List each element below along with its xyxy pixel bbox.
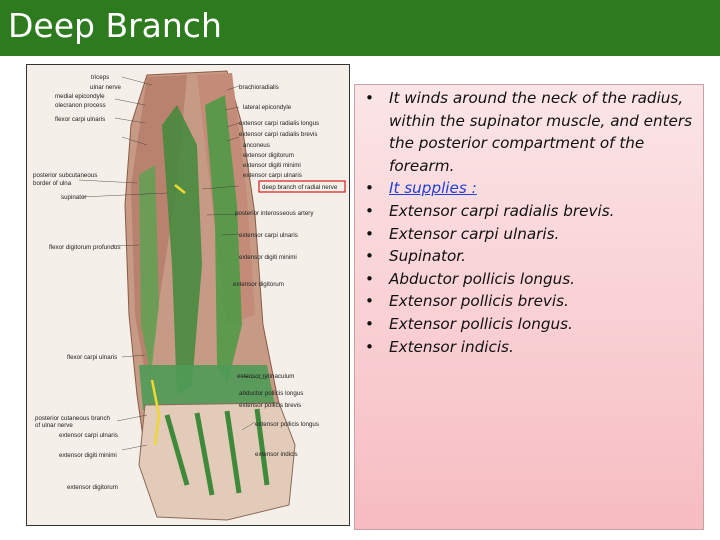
- figure-label: extensor carpi ulnaris: [239, 232, 298, 239]
- hand-tendons: [164, 408, 270, 496]
- bullet-item: • Extensor pollicis longus.: [363, 313, 695, 336]
- figure-label: anconeus: [243, 142, 270, 149]
- bullet-item: • It winds around the neck of the radius,…: [363, 87, 695, 177]
- bullet-text: Extensor indicis.: [389, 337, 514, 356]
- figure-label: ulnar nerve: [90, 84, 122, 91]
- bullet-list: • It winds around the neck of the radius,…: [363, 87, 695, 358]
- figure-label: extensor pollicis brevis: [239, 402, 301, 409]
- figure-label: olecranon process: [55, 102, 106, 109]
- bullet-item: • Supinator.: [363, 245, 695, 268]
- bullet-text: It winds around the neck of the radius, …: [389, 89, 693, 175]
- bullet-item: • Extensor carpi ulnaris.: [363, 223, 695, 246]
- bullet-dot: •: [365, 314, 374, 333]
- text-panel: • It winds around the neck of the radius,…: [354, 84, 704, 530]
- figure-label: extensor retinaculum: [237, 373, 294, 380]
- bullet-text: Supinator.: [389, 247, 466, 266]
- bullet-text: Extensor carpi radialis brevis.: [389, 201, 615, 220]
- bullet-dot: •: [365, 224, 374, 243]
- figure-label: extensor digiti minimi: [239, 254, 297, 261]
- leader-lines: [78, 76, 268, 451]
- forearm-illustration: triceps ulnar nerve medial epicondyle ol…: [33, 70, 346, 521]
- bullet-dot: •: [365, 247, 374, 266]
- figure-label: posterior cutaneous branch: [35, 415, 111, 422]
- figure-label: lateral epicondyle: [243, 104, 292, 111]
- slide-title: Deep Branch: [8, 6, 222, 45]
- figure-label-highlighted: deep branch of radial nerve: [262, 184, 338, 191]
- bullet-dot: •: [365, 269, 374, 288]
- bullet-dot: •: [365, 179, 374, 198]
- hand-shape: [138, 402, 296, 521]
- bullet-text: Abductor pollicis longus.: [389, 269, 576, 288]
- bullet-text: Extensor pollicis brevis.: [389, 292, 569, 311]
- bullet-text: Extensor pollicis longus.: [389, 314, 573, 333]
- figure-label: flexor carpi ulnaris: [55, 116, 105, 123]
- bullet-dot: •: [365, 292, 374, 311]
- bullet-item: • Abductor pollicis longus.: [363, 268, 695, 291]
- figure-label: extensor carpi ulnaris: [59, 432, 118, 439]
- figure-label: abductor pollicis longus: [239, 390, 303, 397]
- figure-label: posterior subcutaneous: [33, 172, 97, 179]
- figure-label: extensor digitorum: [243, 152, 294, 159]
- forearm-anatomy-figure: triceps ulnar nerve medial epicondyle ol…: [26, 64, 350, 526]
- extensor-muscle: [205, 95, 242, 385]
- bullet-dot: •: [365, 89, 374, 107]
- figure-label: brachioradialis: [239, 84, 279, 91]
- figure-label: extensor digitorum: [233, 281, 284, 288]
- figure-label: extensor indicis: [255, 451, 298, 458]
- bullet-item-link[interactable]: • It supplies :: [363, 177, 695, 200]
- figure-label: extensor carpi ulnaris: [243, 172, 302, 179]
- bullet-dot: •: [365, 337, 374, 356]
- figure-label: medial epicondyle: [55, 93, 105, 100]
- figure-label: extensor digiti minimi: [59, 452, 117, 459]
- extensor-muscle: [139, 165, 159, 375]
- bullet-item: • Extensor pollicis brevis.: [363, 290, 695, 313]
- figure-label: border of ulna: [33, 180, 72, 187]
- bullet-text-link[interactable]: It supplies :: [389, 179, 477, 198]
- figure-label: extensor digitorum: [67, 484, 118, 491]
- figure-label: of ulnar nerve: [35, 422, 73, 429]
- figure-label: flexor carpi ulnaris: [67, 354, 117, 361]
- figure-label: extensor digiti minimi: [243, 162, 301, 169]
- title-bar: Deep Branch: [0, 0, 720, 56]
- bullet-text: Extensor carpi ulnaris.: [389, 224, 560, 243]
- extensor-muscle: [162, 105, 202, 395]
- figure-label: posterior interosseous artery: [235, 210, 314, 217]
- bullet-item: • Extensor carpi radialis brevis.: [363, 200, 695, 223]
- bullet-dot: •: [365, 201, 374, 220]
- figure-label: extensor carpi radialis longus: [239, 120, 319, 127]
- nerve-line: [150, 184, 186, 446]
- bullet-item: • Extensor indicis.: [363, 336, 695, 359]
- figure-label: supinator: [61, 194, 86, 201]
- highlight-box: [258, 180, 346, 193]
- figure-label: extensor pollicis longus: [255, 421, 319, 428]
- figure-label: extensor carpi radialis brevis: [239, 131, 317, 138]
- figure-label: flexor digitorum profundus: [49, 244, 121, 251]
- figure-label: triceps: [91, 74, 109, 81]
